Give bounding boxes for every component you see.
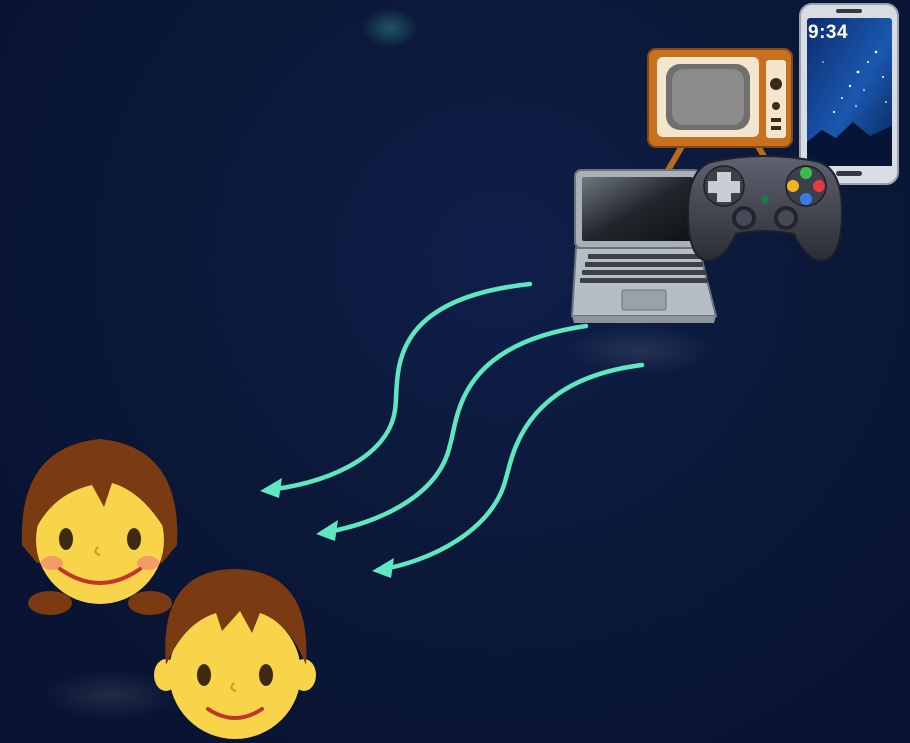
arrow-2 (322, 326, 586, 533)
arrow-1 (266, 284, 530, 490)
arrowhead-2 (316, 520, 338, 541)
arrowhead-3 (372, 558, 394, 578)
boy-icon (152, 565, 317, 743)
arrow-3 (378, 365, 642, 570)
arrowhead-1 (260, 478, 282, 498)
